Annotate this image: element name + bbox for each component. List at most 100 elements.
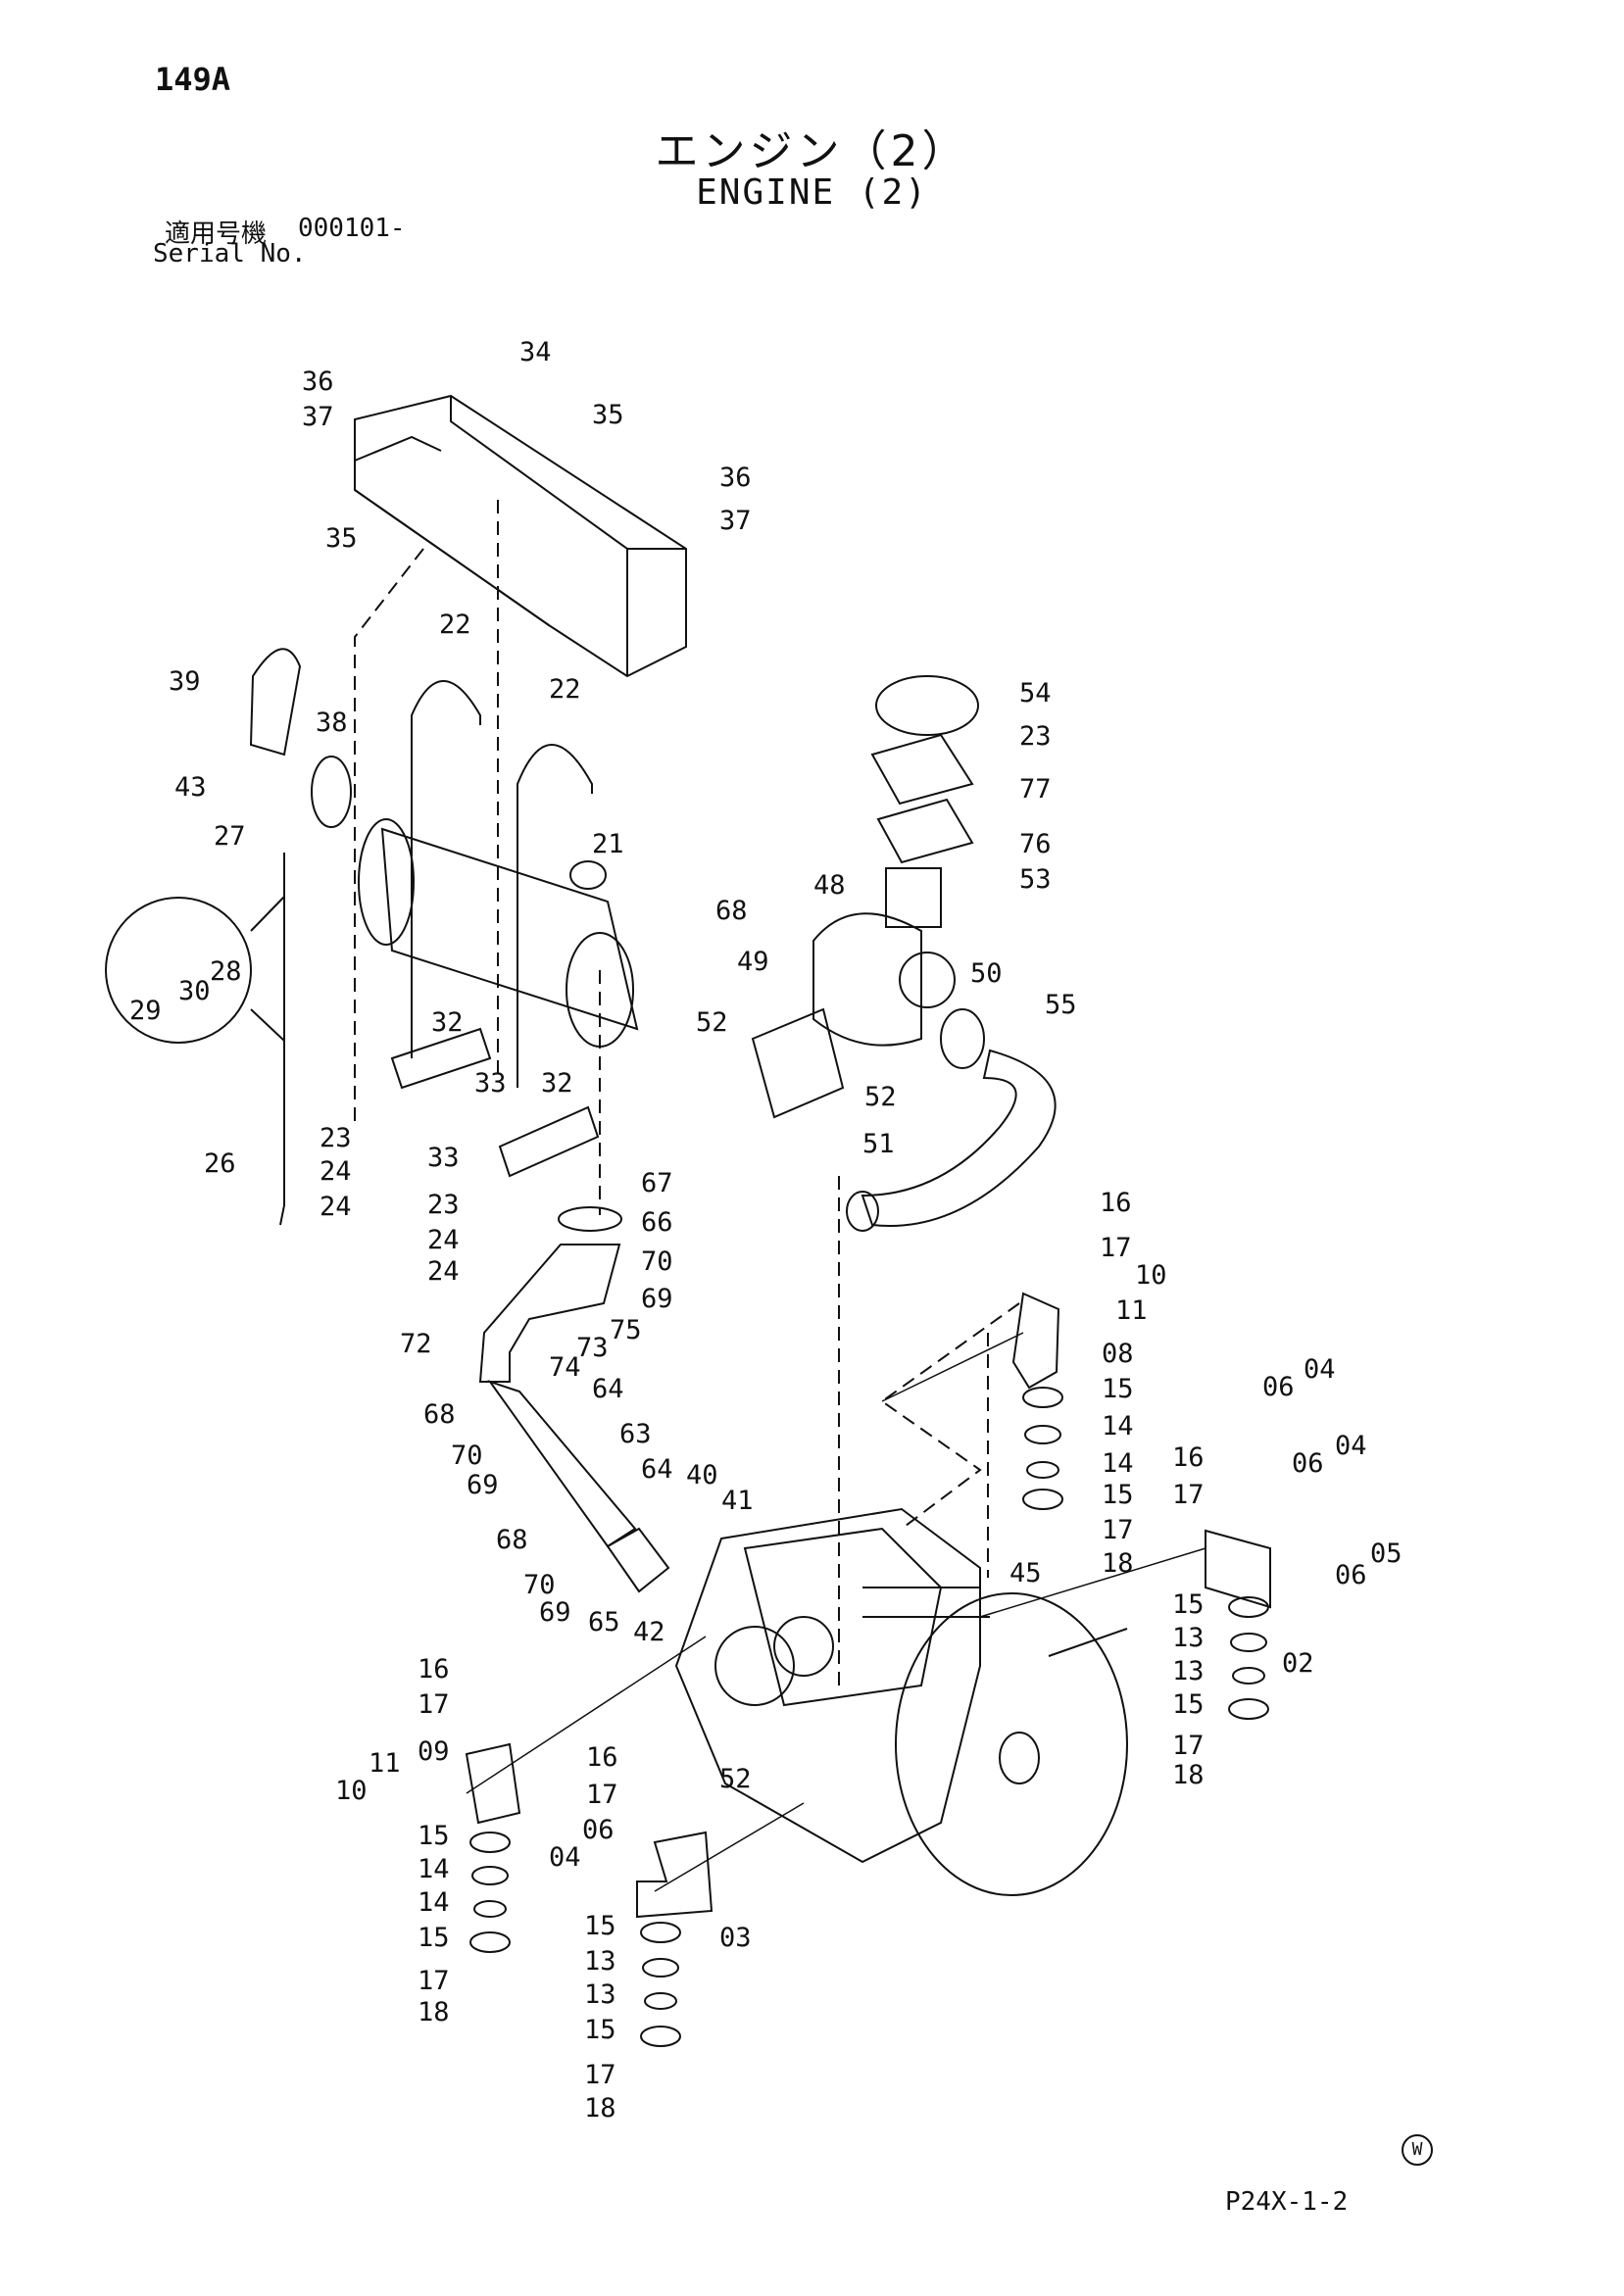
part-callout-13: 13 [1172,1623,1205,1653]
part-callout-33: 33 [474,1068,507,1099]
part-callout-69: 69 [539,1597,571,1628]
part-callout-24: 24 [427,1256,460,1287]
part-callout-69: 69 [641,1284,673,1314]
part-callout-39: 39 [169,666,201,697]
part-callout-63: 63 [619,1419,652,1449]
part-callout-41: 41 [721,1486,754,1516]
page-title-english: ENGINE (2) [696,172,928,213]
part-callout-48: 48 [813,870,846,901]
part-callout-37: 37 [302,402,334,432]
part-callout-45: 45 [1009,1558,1042,1588]
part-callout-11: 11 [369,1748,401,1779]
part-callout-10: 10 [1135,1260,1167,1291]
part-callout-29: 29 [129,996,162,1026]
part-callout-64: 64 [641,1454,673,1485]
part-callout-35: 35 [325,523,358,554]
part-callout-15: 15 [1172,1689,1205,1720]
part-callout-36: 36 [719,463,752,493]
part-callout-06: 06 [582,1815,615,1845]
part-callout-21: 21 [592,829,624,859]
part-callout-28: 28 [210,956,242,987]
exhaust-pipe [487,1380,637,1548]
part-callout-04: 04 [1335,1431,1367,1461]
part-callout-75: 75 [610,1315,642,1345]
gasket [311,756,352,828]
air-cleaner [812,675,985,1069]
bracket [498,1105,600,1178]
part-callout-15: 15 [1172,1589,1205,1620]
tail-pipe [249,648,302,757]
part-callout-14: 14 [418,1854,450,1884]
part-callout-37: 37 [719,506,752,536]
part-callout-06: 06 [1262,1372,1295,1402]
page-code: 149A [155,61,231,98]
footer-code: P24X-1-2 [1225,2187,1349,2217]
part-callout-18: 18 [418,1997,450,2027]
part-callout-68: 68 [423,1399,456,1430]
part-callout-40: 40 [686,1460,718,1490]
part-callout-32: 32 [431,1007,464,1038]
part-callout-15: 15 [584,2015,616,2045]
part-callout-53: 53 [1019,864,1052,895]
part-callout-22: 22 [549,674,581,705]
hose-clamp [846,1191,879,1232]
part-callout-70: 70 [641,1246,673,1277]
part-callout-06: 06 [1335,1560,1367,1590]
part-callout-04: 04 [549,1842,581,1873]
mount-bracket-09 [465,1742,521,1825]
part-callout-11: 11 [1115,1295,1148,1326]
part-callout-17: 17 [1100,1233,1132,1263]
part-callout-23: 23 [1019,721,1052,752]
part-callout-64: 64 [592,1374,624,1404]
exhaust-flange [606,1527,670,1593]
part-callout-24: 24 [427,1225,460,1255]
engine-block [674,1507,990,1864]
part-callout-52: 52 [719,1764,752,1794]
part-callout-13: 13 [584,1946,616,1977]
part-callout-17: 17 [1172,1731,1205,1761]
part-callout-38: 38 [316,708,348,738]
part-callout-54: 54 [1019,678,1052,708]
part-callout-23: 23 [427,1190,460,1220]
serial-label-japanese: 適用号機 [165,220,268,249]
connector-lines [466,1332,1206,1892]
detail-circle [105,897,252,1044]
part-callout-15: 15 [418,1821,450,1851]
part-callout-72: 72 [400,1329,432,1359]
part-callout-43: 43 [174,772,207,803]
gasket-ring [558,1206,622,1232]
part-callout-77: 77 [1019,774,1052,805]
part-callout-69: 69 [467,1470,499,1500]
part-callout-35: 35 [592,400,624,430]
part-callout-05: 05 [1370,1539,1403,1569]
part-callout-30: 30 [178,976,211,1006]
part-callout-14: 14 [1102,1448,1134,1479]
part-callout-17: 17 [1102,1515,1134,1545]
part-callout-17: 17 [418,1966,450,1996]
mount-plate-02 [1205,1529,1271,1609]
air-hose [861,1049,1057,1227]
part-callout-65: 65 [588,1607,620,1637]
flywheel-housing [895,1592,1128,1896]
part-callout-15: 15 [584,1911,616,1941]
part-callout-52: 52 [696,1007,728,1038]
part-callout-13: 13 [584,1979,616,2010]
part-callout-17: 17 [586,1780,618,1810]
part-callout-03: 03 [719,1923,752,1953]
part-callout-36: 36 [302,366,334,397]
heat-shield-cover [354,394,687,678]
dashed-leaders [354,500,1020,1685]
mount-bracket-08 [1011,1292,1060,1390]
part-callout-13: 13 [1172,1656,1205,1686]
part-callout-18: 18 [1172,1760,1205,1790]
part-callout-67: 67 [641,1168,673,1198]
muffler [358,818,639,1048]
part-callout-04: 04 [1304,1354,1336,1385]
part-callout-17: 17 [1172,1480,1205,1510]
part-callout-66: 66 [641,1207,673,1238]
part-callout-23: 23 [320,1123,352,1153]
part-callout-09: 09 [418,1736,450,1767]
detail-leaders [250,896,285,1042]
